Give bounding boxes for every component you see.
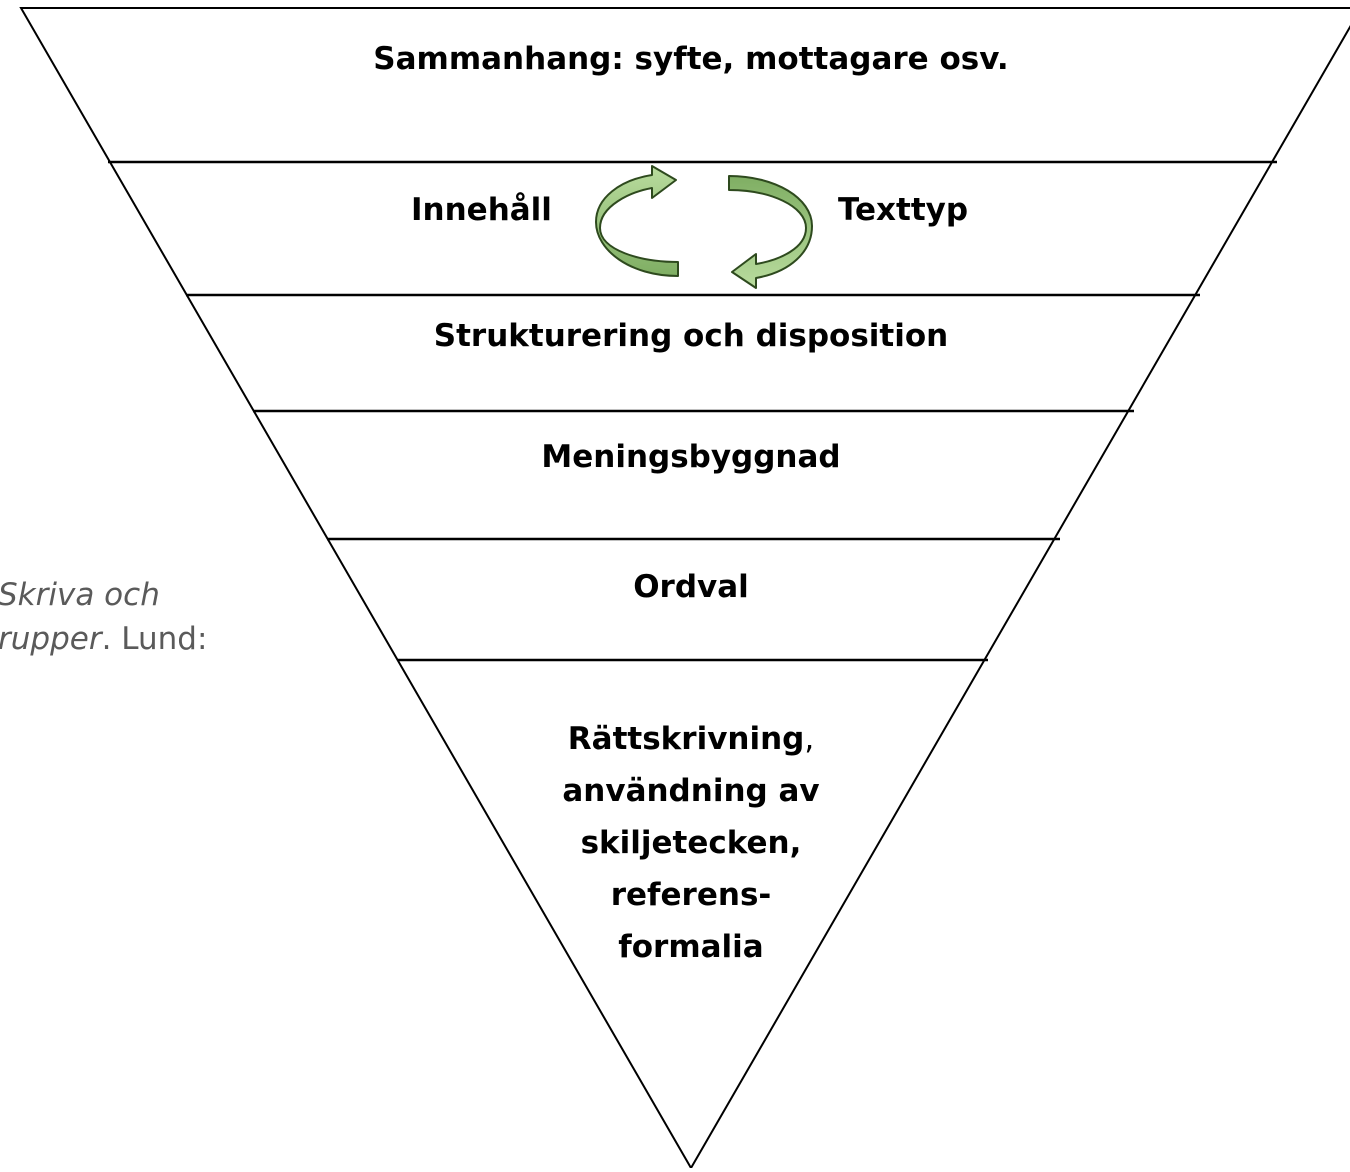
level-meningsbyggnad-label: Meningsbyggnad — [541, 439, 841, 475]
level-rattskrivning-block: Rättskrivning, användning av skiljetecke… — [0, 713, 1350, 973]
side-note-line-1: Skriva och — [0, 573, 160, 617]
bottom-line-1-comma: , — [804, 721, 815, 757]
cycle-arrow-left-icon — [595, 165, 679, 277]
level-ordval-label: Ordval — [633, 569, 749, 605]
level-texttyp-label: Texttyp — [838, 192, 969, 228]
cycle-arrow-right-icon — [728, 175, 813, 289]
funnel-outline — [19, 7, 1350, 1170]
level-struktur-label: Strukturering och disposition — [433, 318, 949, 354]
side-note-line-1-text: Skriva och — [0, 577, 160, 613]
bottom-line-1-text: Rättskrivning — [567, 721, 805, 757]
bottom-line-2: användning av — [562, 773, 820, 809]
bottom-line-1: Rättskrivning, — [0, 713, 1350, 765]
side-note-line-2: rupper. Lund: — [0, 617, 207, 661]
bottom-line-5: formalia — [618, 929, 764, 965]
bottom-line-3: skiljetecken, — [580, 825, 802, 861]
bottom-line-4: referens- — [610, 877, 772, 913]
side-note-line-2-italic: rupper — [0, 621, 102, 657]
side-note-line-2-rest: . Lund: — [101, 621, 208, 657]
level-sammanhang-label: Sammanhang: syfte, mottagare osv. — [373, 41, 1009, 77]
level-innehall-label: Innehåll — [411, 192, 552, 228]
